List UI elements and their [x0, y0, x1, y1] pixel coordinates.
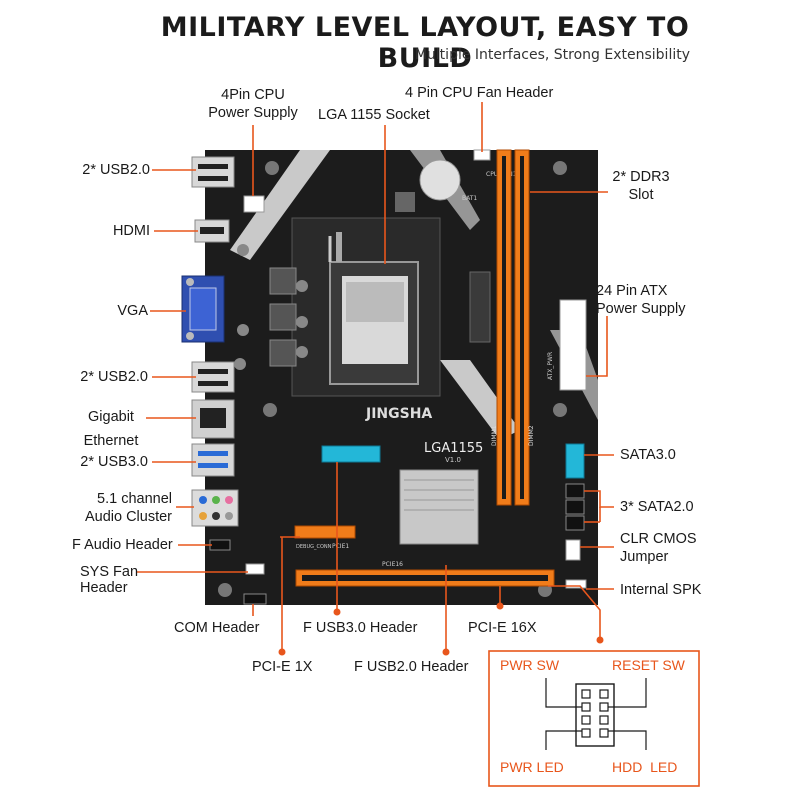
cpu-power-connector [243, 195, 265, 213]
label-audio: 5.1 channel Audio Cluster [60, 490, 172, 526]
label-cpu-power-line2: Power Supply [208, 105, 298, 121]
pwr-sw-label: PWR SW [500, 657, 560, 673]
vrm-components [234, 192, 491, 370]
board-atx-print: ATX_PWR [547, 352, 554, 380]
label-hdmi: HDMI [112, 223, 150, 239]
cpu-socket [291, 217, 441, 397]
hdd-led-label: HDD LED [612, 759, 677, 775]
label-atx-line1: 24 Pin ATX [596, 283, 668, 299]
f-audio-header [209, 539, 231, 551]
label-clr-cmos-line2: Jumper [620, 549, 669, 565]
label-socket: LGA 1155 Socket [318, 107, 430, 123]
pcie-1x-slot [294, 525, 356, 539]
sata-ports [565, 443, 585, 531]
pwr-led-label: PWR LED [500, 759, 564, 775]
label-clr-cmos: CLR CMOS Jumper [620, 530, 697, 566]
label-ddr3: 2* DDR3 Slot [606, 168, 676, 204]
internal-spk-header [565, 579, 587, 589]
board-debug-print: DEBUG_CONN [296, 544, 332, 550]
label-pcie1: PCI-E 1X [252, 659, 313, 675]
label-usb3: 2* USB3.0 [80, 454, 148, 470]
usb-top-port [191, 156, 235, 188]
label-spk: Internal SPK [620, 582, 702, 598]
board-pcie1-print: PCIE1 [332, 543, 349, 550]
label-ethernet-line2: Ethernet [83, 433, 139, 449]
label-sys-fan: SYS Fan Header [80, 564, 138, 596]
label-vga: VGA [117, 303, 148, 319]
page-subtitle: Multiple Interfaces, Strong Extensibilit… [414, 47, 690, 63]
label-atx: 24 Pin ATX Power Supply [596, 282, 685, 318]
label-clr-cmos-line1: CLR CMOS [620, 531, 697, 547]
label-pcie16: PCI-E 16X [468, 620, 537, 636]
label-cpu-power: 4Pin CPU Power Supply [196, 86, 310, 122]
audio-cluster [191, 489, 239, 527]
label-sata3: SATA3.0 [620, 447, 676, 463]
board-socket-version: V1.0 [445, 456, 461, 464]
label-audio-line1: 5.1 channel [97, 491, 172, 507]
label-cpu-fan: 4 Pin CPU Fan Header [405, 85, 554, 101]
label-ddr3-line2: Slot [628, 187, 654, 203]
dimm-slots [496, 149, 530, 506]
usb-mid-port [191, 361, 235, 393]
label-usb-top: 2* USB2.0 [82, 162, 150, 178]
board-brand-text: JINGSHA [365, 406, 432, 422]
label-ethernet-line1: Gigabit [88, 409, 134, 425]
board-dimm1-print: DIMM1 [491, 425, 498, 446]
label-audio-line2: Audio Cluster [84, 509, 172, 525]
board-pcie16-print: PCIE16 [382, 561, 403, 568]
label-atx-line2: Power Supply [596, 301, 686, 317]
fpanel-marker [596, 636, 604, 644]
sys-fan-header [245, 563, 265, 575]
f-usb3-header [321, 445, 381, 463]
com-header [243, 593, 267, 605]
pcie16-marker [496, 602, 504, 610]
label-f-usb2: F USB2.0 Header [354, 659, 469, 675]
fusb2-marker [442, 648, 450, 656]
label-usb-mid: 2* USB2.0 [80, 369, 148, 385]
label-f-audio: F Audio Header [72, 537, 173, 553]
label-sys-fan-line2: Header [80, 580, 128, 596]
clr-cmos-jumper [565, 539, 581, 561]
board-bat-print: BAT1 [462, 195, 477, 202]
callout-lines [136, 102, 614, 652]
rear-io [181, 156, 239, 527]
label-ddr3-line1: 2* DDR3 [612, 169, 670, 185]
fusb3-marker [333, 608, 341, 616]
usb3-port [191, 443, 235, 477]
page-title: MILITARY LEVEL LAYOUT, EASY TO BUILD [160, 12, 690, 74]
reset-sw-label: RESET SW [612, 657, 686, 673]
board-dimm2-print: DIMM2 [528, 425, 535, 446]
label-com: COM Header [174, 620, 260, 636]
label-ethernet: Gigabit Ethernet [74, 405, 148, 453]
label-f-usb3: F USB3.0 Header [303, 620, 418, 636]
board-socket-print: LGA1155 [424, 441, 483, 456]
label-sata2: 3* SATA2.0 [620, 499, 694, 515]
pcie1-marker [278, 648, 286, 656]
label-cpu-power-line1: 4Pin CPU [221, 87, 285, 103]
chipset-heatsink [399, 469, 479, 545]
label-sys-fan-line1: SYS Fan [80, 564, 139, 580]
front-panel-diagram [488, 650, 700, 787]
atx-connector [559, 299, 587, 391]
cmos-battery [419, 159, 461, 201]
